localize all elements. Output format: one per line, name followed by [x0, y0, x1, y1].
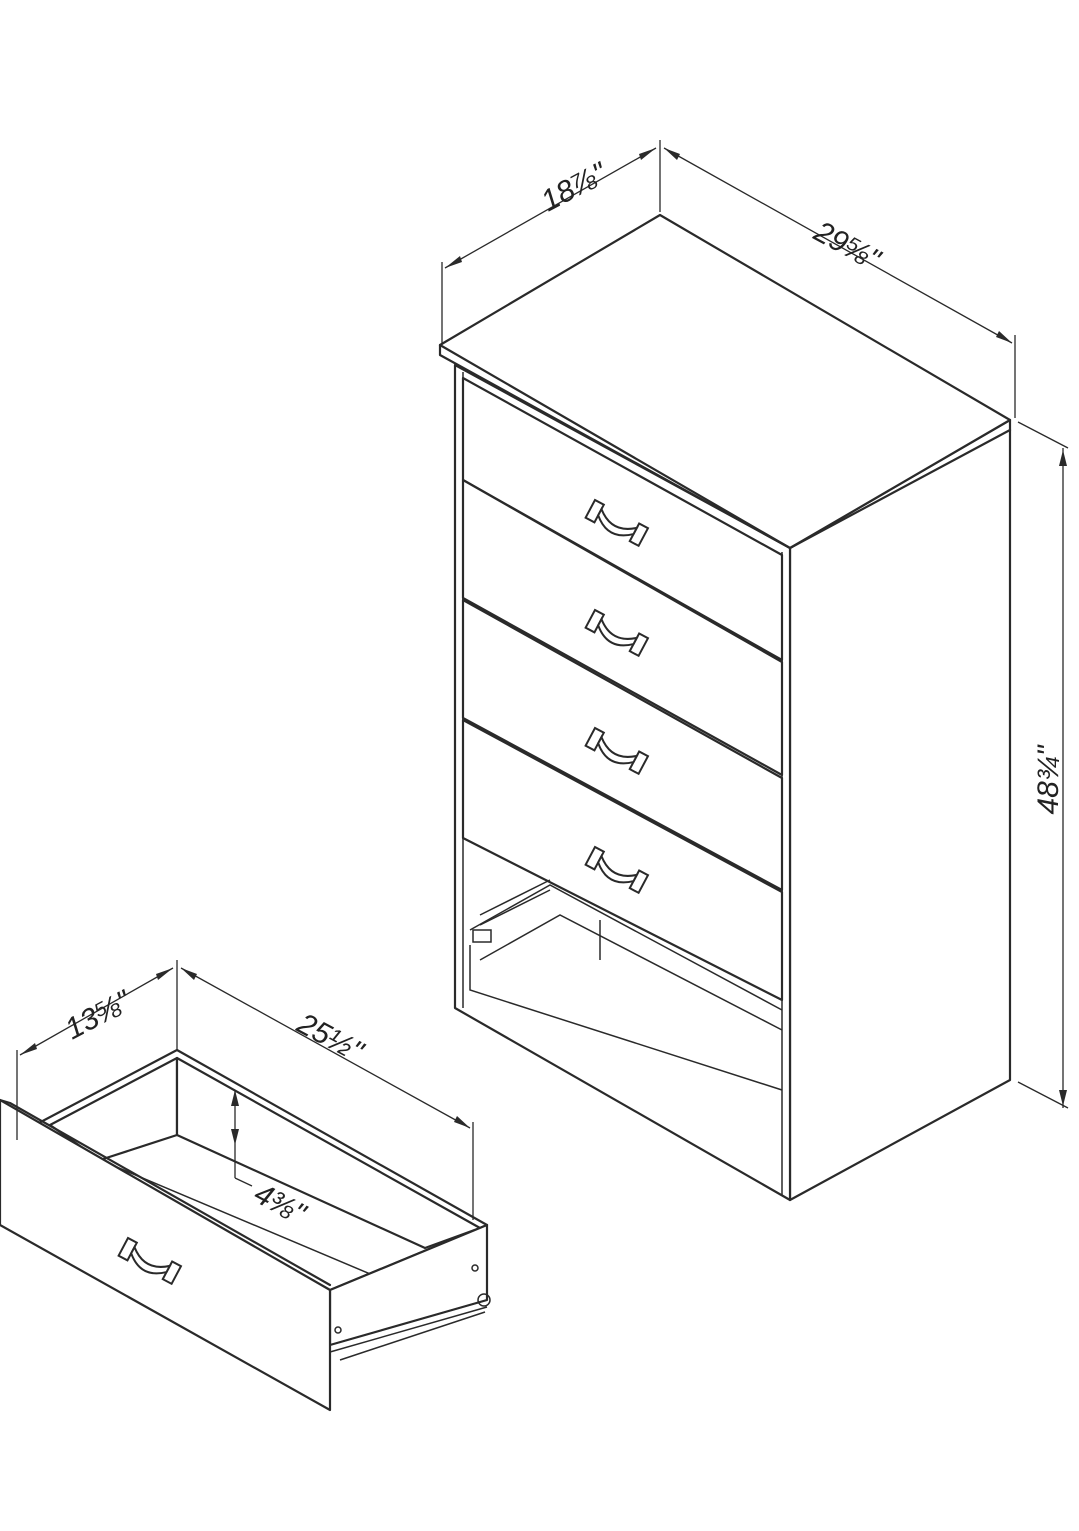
- chest-dimension-lines: [441, 140, 1069, 1109]
- drawer-screw-right: [471, 1264, 479, 1272]
- drawer-slide-rail-2: [479, 889, 551, 926]
- drawer-handle-2-icon: [584, 608, 650, 658]
- chest-of-drawers: [438, 213, 1012, 1202]
- dimension-chest-height: 48¾": [1032, 744, 1065, 814]
- drawer-slide-roller-front: [477, 1293, 491, 1307]
- drawer-floor-edge: [99, 1159, 421, 1296]
- dimension-chest-width: 29⅝": [808, 215, 887, 278]
- drawer-handle-3-icon: [584, 726, 650, 776]
- drawer-back-wall: [175, 1056, 482, 1250]
- drawer-slide-rail: [479, 879, 551, 916]
- open-drawer-handle-icon: [117, 1236, 183, 1286]
- drawer-handle-4-icon: [584, 845, 650, 895]
- open-drawer: [0, 1048, 491, 1412]
- chest-drawer-4: [461, 718, 784, 1002]
- drawer-dimension-lines: [16, 960, 474, 1220]
- chest-side-panel: [788, 418, 1012, 1202]
- bottom-bay-slide: [479, 914, 783, 1031]
- drawer-slide-roller: [472, 929, 492, 943]
- drawer-handle-1-icon: [584, 498, 650, 548]
- bottom-bay-floor: [469, 945, 783, 1091]
- chest-top-edge: [438, 343, 1012, 550]
- drawer-screw-left: [334, 1326, 342, 1334]
- bottom-bay-back: [469, 884, 783, 1011]
- dimension-drawer-depth: 13⅝": [60, 984, 138, 1046]
- drawer-front-panel: [0, 1098, 332, 1412]
- chest-drawer-3: [461, 598, 784, 892]
- chest-top-panel: [438, 213, 1012, 550]
- dimension-chest-depth: 18⅞": [536, 156, 614, 218]
- dimension-drawer-width: 25½": [291, 1007, 370, 1070]
- chest-drawer-1: [461, 376, 784, 662]
- chest-drawer-2: [461, 478, 784, 777]
